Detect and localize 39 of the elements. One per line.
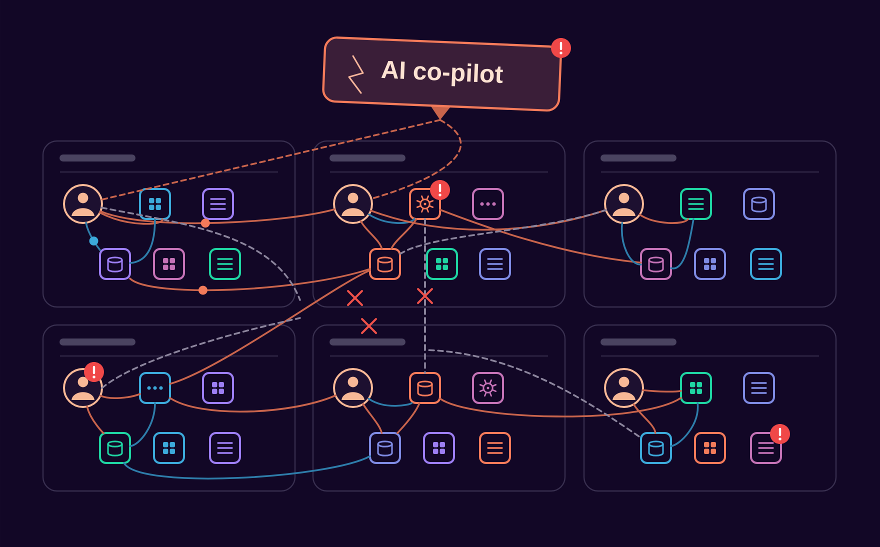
connector-line: [129, 268, 371, 292]
app-tile: [139, 372, 171, 404]
connector-line: [632, 403, 656, 434]
connector-line: [169, 394, 336, 412]
connector-line: [85, 222, 101, 251]
panel: [312, 140, 566, 308]
panel: [583, 324, 837, 492]
connector-line: [439, 208, 642, 264]
connector-line: [396, 402, 420, 434]
dashed-line: [370, 119, 462, 200]
connector-line: [129, 218, 156, 264]
connector-line: [100, 208, 336, 224]
connector-line: [86, 406, 104, 434]
panel: [42, 140, 296, 308]
dashed-line: [424, 218, 642, 439]
panel: [42, 324, 296, 492]
connector-line: [670, 402, 699, 448]
panel: [312, 324, 566, 492]
connector-line: [620, 222, 642, 266]
connector-line: [638, 214, 690, 224]
connector-line: [368, 398, 413, 407]
connector-line: [670, 218, 694, 270]
connector-line: [360, 220, 383, 250]
panel: [583, 140, 837, 308]
connector-line: [368, 214, 416, 224]
dashed-line: [101, 317, 301, 389]
connector-line: [99, 212, 164, 225]
app-tile: [472, 188, 504, 220]
connector-line: [642, 389, 682, 393]
connector-line: [123, 455, 371, 480]
connector-line: [390, 218, 418, 250]
connector-line: [169, 269, 371, 385]
connector-line: [129, 402, 156, 448]
dashed-line: [100, 206, 301, 301]
connector-line: [362, 403, 383, 434]
dashed-line: [399, 209, 607, 255]
connector-line: [99, 393, 141, 400]
connector-line: [439, 397, 682, 418]
dashed-line: [100, 119, 441, 201]
